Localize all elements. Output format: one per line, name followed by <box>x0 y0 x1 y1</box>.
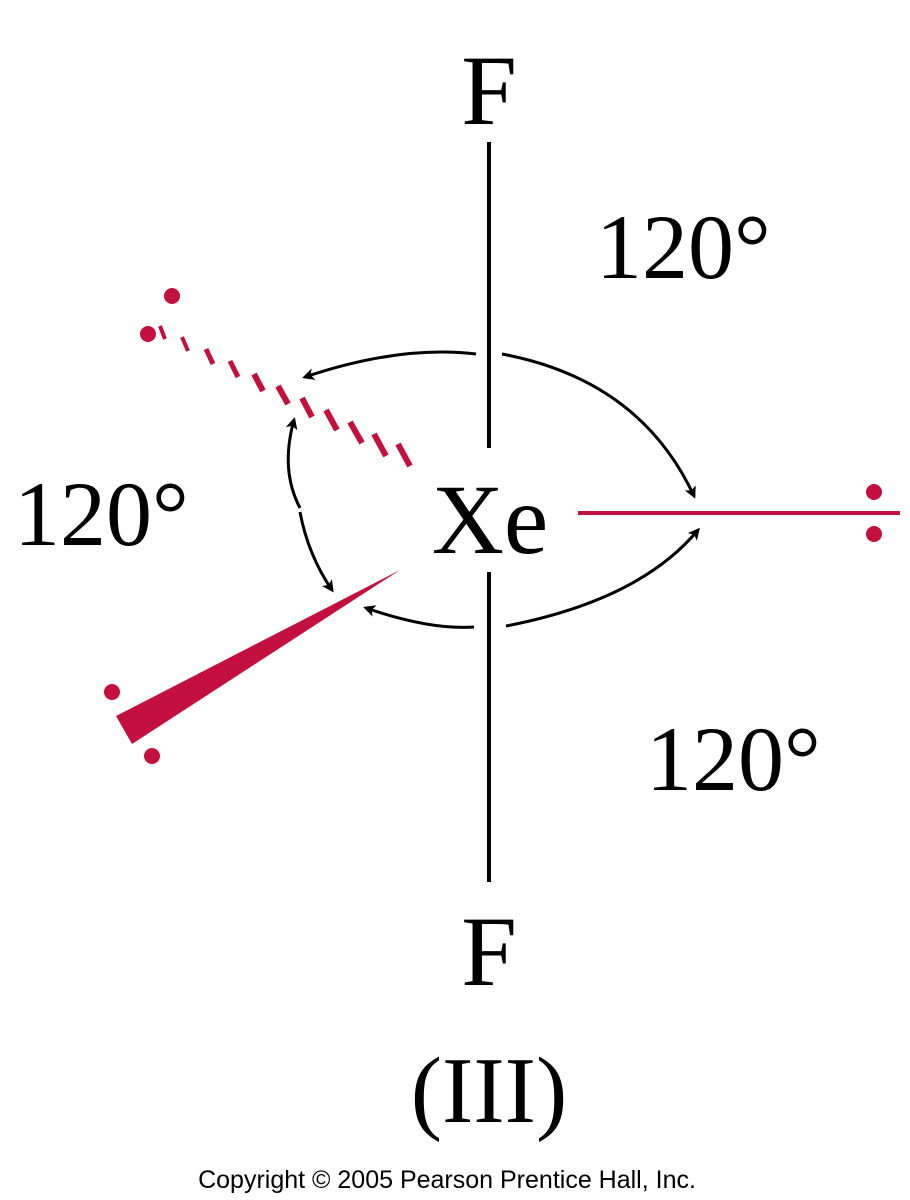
arc-top-to-right <box>501 352 696 499</box>
lone-pair-front-dot-1 <box>104 684 120 700</box>
atom-bottom-f: F <box>461 896 517 1007</box>
diagram-caption: (III) <box>411 1039 568 1143</box>
atom-xe: Xe <box>432 464 549 575</box>
lone-pair-front-dot-2 <box>144 748 160 764</box>
lone-pair-back-dot-2 <box>140 326 156 342</box>
atom-top-f: F <box>461 35 517 146</box>
arc-left-up <box>285 417 302 509</box>
arc-bottom-to-right <box>505 527 700 628</box>
copyright-notice: Copyright © 2005 Pearson Prentice Hall, … <box>198 1166 696 1194</box>
angle-label-left: 120° <box>14 463 189 565</box>
arc-top-to-left <box>302 350 477 380</box>
angle-label-bottom-right: 120° <box>646 708 821 810</box>
lone-pair-back-dot-1 <box>164 288 180 304</box>
arc-bottom-to-left <box>363 605 475 629</box>
arc-left-down <box>298 511 334 593</box>
lone-pair-hashed-wedge <box>158 325 413 468</box>
lone-pair-solid-wedge <box>116 570 400 744</box>
angle-arcs <box>285 350 700 629</box>
lone-pair-right-dot-2 <box>866 526 882 542</box>
lone-pair-right-dot-1 <box>866 484 882 500</box>
angle-label-top-right: 120° <box>596 196 771 298</box>
